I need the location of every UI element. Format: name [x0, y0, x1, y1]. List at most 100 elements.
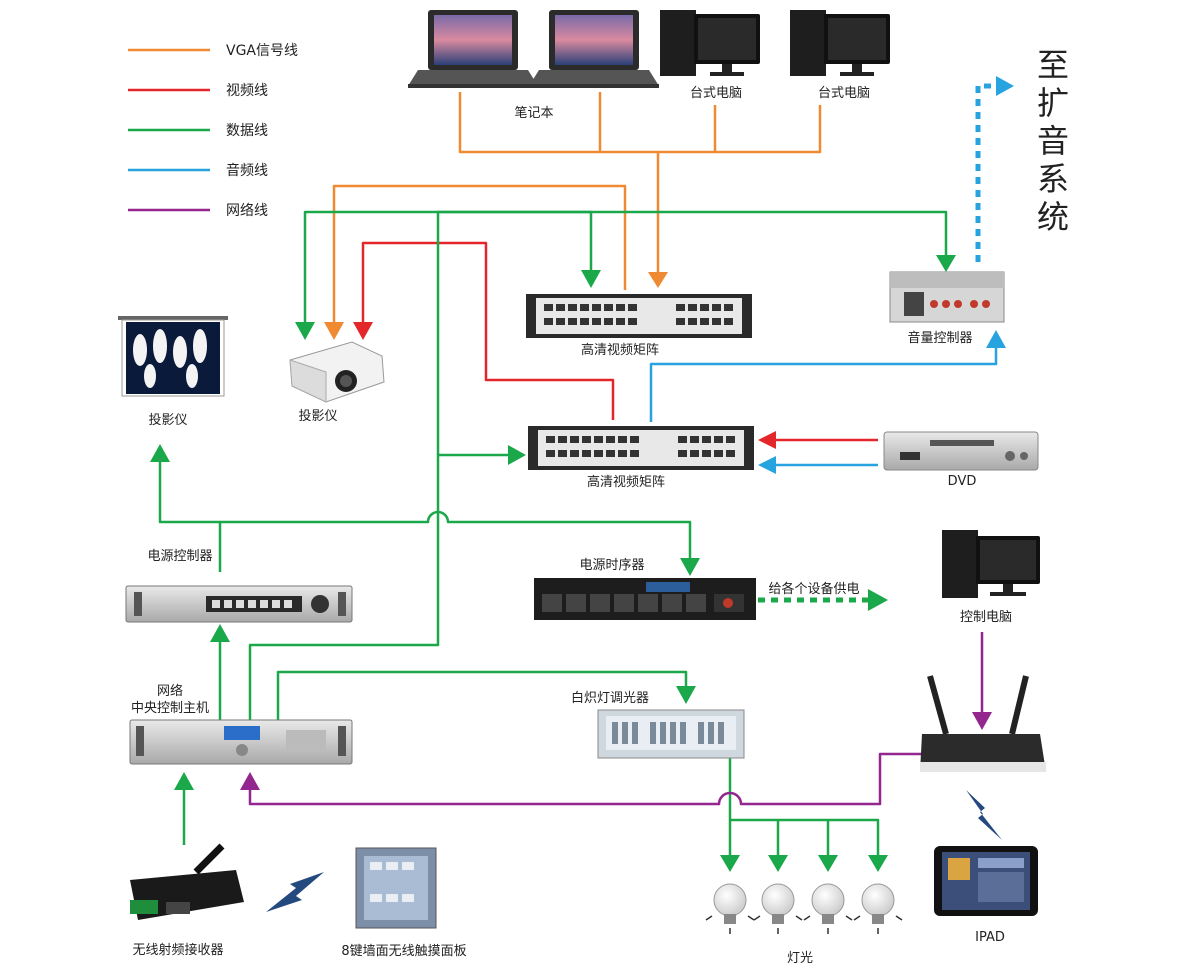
data-dimmer-to-lights [728, 758, 880, 855]
desktop-1 [660, 10, 760, 76]
audio-arrow-amplifier [996, 76, 1014, 96]
dimmer [597, 709, 745, 759]
light-bulbs [705, 883, 903, 934]
vga-arrow-projector [324, 322, 344, 340]
desktop-1-label: 台式电脑 [690, 86, 742, 101]
data-arrow-matrix2 [508, 445, 526, 465]
rf-receiver-icon [130, 843, 244, 920]
data-arrow-matrix1 [581, 270, 601, 288]
supply-arrow [868, 589, 888, 611]
legend-label-vga: VGA信号线 [226, 43, 298, 59]
data-arrow-light3 [818, 855, 838, 872]
desktop-2-label: 台式电脑 [818, 86, 870, 101]
tablet-icon [934, 846, 1038, 916]
desktop-icon [660, 10, 760, 76]
power-sequencer [534, 578, 756, 620]
wireless-signal-panel [266, 872, 324, 912]
light-bulb-icon [753, 883, 803, 934]
panel-label: 8键墙面无线触摸面板 [341, 944, 466, 959]
host-label-line1: 网络 [157, 683, 183, 699]
legend-item-video: 视频线 [128, 83, 268, 99]
audio-controller [889, 271, 1005, 323]
light-bulb-icon [705, 883, 755, 934]
video-matrix-1 [526, 294, 752, 338]
laptop-2 [529, 10, 659, 88]
data-to-projector [303, 210, 438, 322]
network-router-to-host [248, 752, 922, 806]
control-pc-label: 控制电脑 [960, 610, 1012, 625]
dvd-player [883, 431, 1039, 471]
wifi-router-icon [920, 675, 1046, 772]
video-matrix-icon [526, 294, 752, 338]
vga-arrow-matrix1 [648, 272, 668, 288]
wireless-signal-icon [966, 790, 1002, 840]
data-arrow-screen [150, 444, 170, 462]
projection-screen-icon [118, 316, 228, 397]
dvd-audio-arrow [758, 456, 776, 474]
sequencer-label: 电源时序器 [579, 558, 644, 573]
data-host-main [248, 453, 508, 720]
dvd-player-icon [883, 431, 1039, 471]
wifi-router [920, 675, 1046, 772]
power-sequencer-icon [534, 578, 756, 620]
video-to-projector [361, 241, 615, 420]
connections [150, 76, 1014, 872]
light-bulb-icon [853, 883, 903, 934]
video-arrow-projector [353, 322, 373, 340]
dimmer-icon [597, 709, 745, 759]
matrix-1-label: 高清视频矩阵 [581, 342, 659, 358]
dvd-label: DVD [948, 474, 977, 489]
ipad [934, 846, 1038, 916]
control-pc [942, 530, 1040, 598]
desktop-icon [790, 10, 890, 76]
projector [289, 341, 385, 403]
screen-label: 投影仪 [148, 412, 187, 428]
central-host [129, 719, 353, 765]
power-controller-label: 电源控制器 [147, 549, 212, 564]
receiver-label: 无线射频接收器 [132, 942, 223, 958]
to-audio-system-label: 至扩音系统 [1037, 46, 1069, 236]
matrix-2-label: 高清视频矩阵 [587, 474, 665, 490]
projector-icon [289, 341, 385, 403]
data-host-to-dimmer [276, 670, 688, 720]
network-arrow-router [972, 712, 992, 730]
central-host-icon [129, 719, 353, 765]
rf-receiver [130, 843, 244, 920]
power-controller-icon [125, 585, 353, 623]
vga-to-projector [332, 184, 627, 322]
legend-item-network: 网络线 [128, 203, 268, 219]
legend-item-vga: VGA信号线 [128, 43, 298, 59]
audio-matrix-to-controller [649, 348, 998, 422]
light-bulb-icon [803, 883, 853, 934]
laptop-1 [408, 10, 538, 88]
touch-panel [355, 847, 437, 929]
data-arrow-projector [295, 322, 315, 340]
ipad-label: IPAD [975, 930, 1005, 945]
dvd-video-arrow [758, 431, 776, 449]
vga-bus [458, 92, 822, 270]
laptop-label: 笔记本 [514, 105, 553, 121]
laptop-icon [529, 10, 659, 88]
video-matrix-icon [528, 426, 754, 470]
audio-arrow-controller [986, 330, 1006, 348]
legend-item-data: 数据线 [128, 123, 268, 139]
legend-label-data: 数据线 [226, 123, 268, 139]
host-label-line2: 中央控制主机 [131, 701, 209, 716]
network-arrow-host [240, 772, 260, 790]
audio-to-amplifier [975, 83, 996, 262]
audio-controller-label: 音量控制器 [907, 330, 972, 346]
audio-controller-icon [889, 271, 1005, 323]
data-arrow-light1 [720, 855, 740, 872]
laptop-icon [408, 10, 538, 88]
data-arrow-sequencer [680, 558, 700, 576]
dimmer-label: 白炽灯调光器 [571, 690, 649, 706]
legend-label-video: 视频线 [226, 83, 268, 99]
data-power-to-sequencer [220, 510, 692, 558]
touch-panel-icon [355, 847, 437, 929]
data-arrow-audio-ctrl [936, 255, 956, 272]
data-arrow-host [174, 772, 194, 790]
video-matrix-2 [528, 426, 754, 470]
legend: VGA信号线 视频线 数据线 音频线 网络线 [128, 43, 298, 219]
wireless-signal-router [966, 790, 1002, 840]
